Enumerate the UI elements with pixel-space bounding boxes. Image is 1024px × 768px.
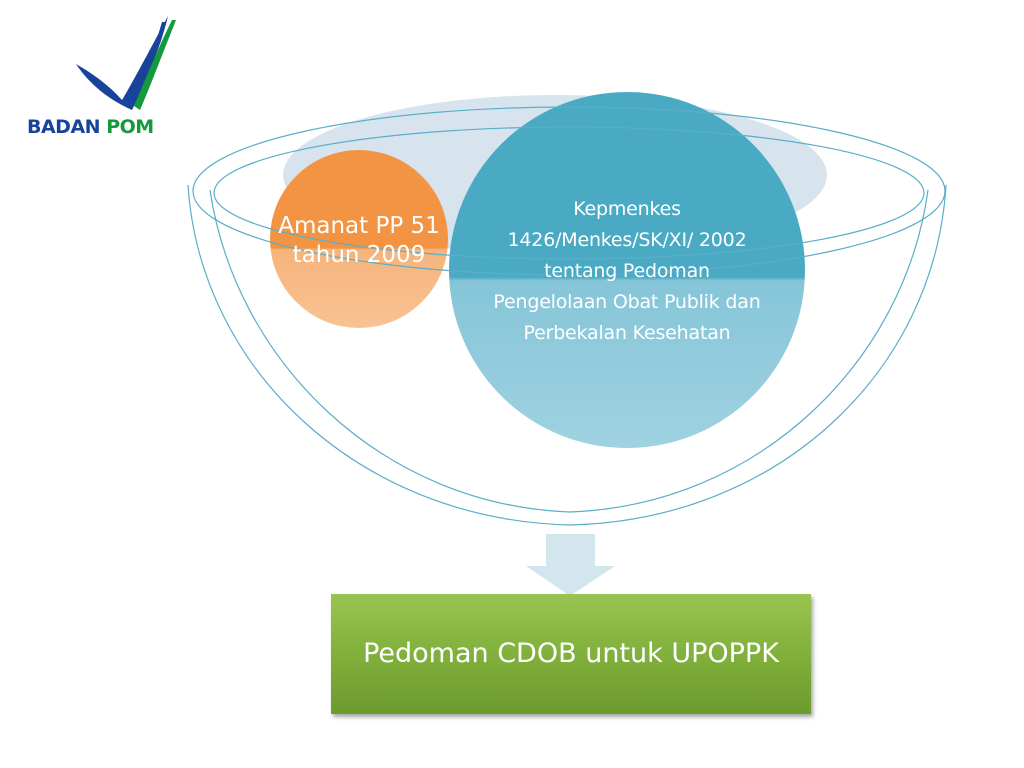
down-arrow-icon bbox=[526, 534, 615, 596]
funnel-outline-outer bbox=[187, 184, 947, 526]
funnel-rim-inner bbox=[213, 126, 925, 260]
badan-pom-logo: BADAN POM bbox=[22, 10, 192, 140]
orange-circle bbox=[270, 150, 448, 328]
badan-pom-logo-icon bbox=[76, 16, 176, 110]
orange-circle-label: Amanat PP 51 tahun 2009 bbox=[278, 213, 440, 268]
blue-circle-label: Kepmenkes 1426/Menkes/SK/XI/ 2002 tentan… bbox=[493, 197, 761, 344]
blue-circle bbox=[449, 92, 805, 448]
funnel-outline-inner bbox=[209, 189, 929, 513]
result-label: Pedoman CDOB untuk UPOPPK bbox=[363, 638, 779, 669]
logo-text: BADAN POM bbox=[27, 116, 154, 138]
result-box: Pedoman CDOB untuk UPOPPK bbox=[331, 594, 811, 714]
logo-word-badan: BADAN bbox=[27, 116, 101, 138]
logo-word-pom: POM bbox=[106, 116, 154, 138]
funnel-rim-band bbox=[192, 106, 946, 276]
